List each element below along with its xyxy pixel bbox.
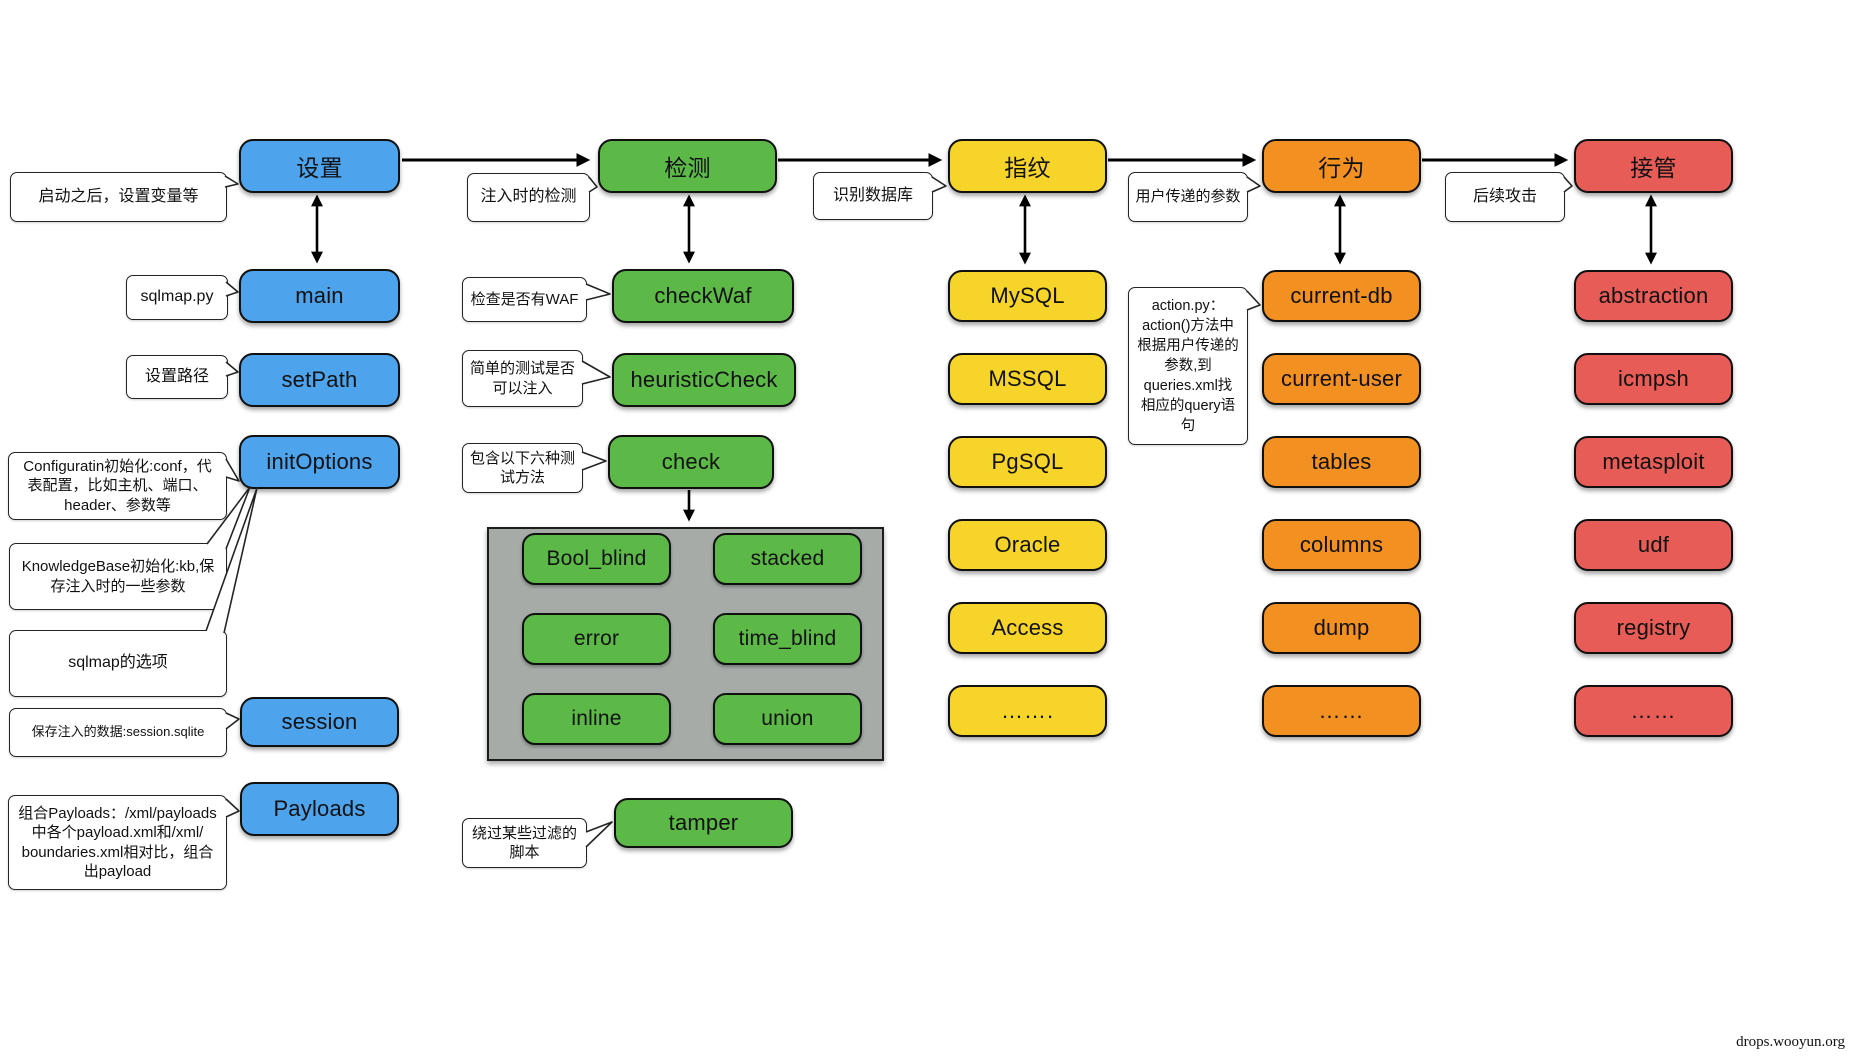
callout-initoptions-kb: KnowledgeBase初始化:kb,保 存注入时的一些参数 — [9, 543, 227, 610]
node-error: error — [522, 613, 671, 665]
node-inline: inline — [522, 693, 671, 745]
node-udf: udf — [1574, 519, 1733, 571]
node-behavior-header: 行为 — [1262, 139, 1421, 193]
tail-initoptions-conf — [225, 458, 240, 482]
callout-checkwaf-note: 检查是否有WAF — [462, 277, 587, 322]
tail-tamper-note — [585, 821, 613, 848]
callout-heuristiccheck-note: 简单的测试是否 可以注入 — [462, 350, 583, 407]
callout-main-note: sqlmap.py — [126, 275, 228, 320]
node-checkwaf: checkWaf — [612, 269, 794, 323]
tail-takeover-note — [1563, 176, 1573, 193]
node-fingerprint-header: 指纹 — [948, 139, 1107, 193]
node-columns: columns — [1262, 519, 1421, 571]
callout-tamper-note: 绕过某些过滤的 脚本 — [462, 818, 587, 868]
node-setpath: setPath — [239, 353, 400, 407]
node-abstraction: abstraction — [1574, 270, 1733, 322]
node-initoptions: initOptions — [239, 435, 400, 489]
node-behavior-more: …… — [1262, 685, 1421, 737]
node-metasploit: metasploit — [1574, 436, 1733, 488]
callout-setpath-note: 设置路径 — [126, 355, 228, 399]
tail-behavior-note — [1246, 176, 1261, 193]
node-session: session — [240, 697, 399, 747]
node-mysql: MySQL — [948, 270, 1107, 322]
tail-checkwaf-note — [585, 283, 611, 301]
tail-session-note — [225, 712, 240, 730]
node-payloads: Payloads — [240, 782, 399, 836]
callout-detection-note: 注入时的检测 — [467, 173, 590, 222]
callout-fingerprint-note: 识别数据库 — [813, 172, 933, 220]
node-oracle: Oracle — [948, 519, 1107, 571]
node-takeover-more: …… — [1574, 685, 1733, 737]
watermark: drops.wooyun.org — [1736, 1034, 1845, 1050]
node-main: main — [239, 269, 400, 323]
callout-payloads-note: 组合Payloads：/xml/payloads 中各个payload.xml和… — [8, 795, 227, 890]
node-dump: dump — [1262, 602, 1421, 654]
callout-check-note: 包含以下六种测 试方法 — [462, 443, 583, 493]
callout-behavior-note: 用户传递的参数 — [1128, 172, 1248, 222]
node-heuristiccheck: heuristicCheck — [612, 353, 796, 407]
node-registry: registry — [1574, 602, 1733, 654]
callout-initoptions-conf: Configuratin初始化:conf，代 表配置，比如主机、端口、 head… — [8, 452, 227, 520]
node-takeover-header: 接管 — [1574, 139, 1733, 193]
callout-takeover-note: 后续攻击 — [1445, 172, 1565, 222]
node-current-user: current-user — [1262, 353, 1421, 405]
tail-detection-note — [588, 176, 598, 193]
node-time-blind: time_blind — [713, 613, 862, 665]
node-detection-header: 检测 — [598, 139, 777, 193]
tail-check-note — [581, 451, 607, 471]
callout-initoptions-options: sqlmap的选项 — [9, 630, 227, 697]
tail-heuristiccheck-note — [581, 360, 611, 385]
node-check: check — [608, 435, 774, 489]
node-setup-header: 设置 — [239, 139, 400, 193]
node-stacked: stacked — [713, 533, 862, 585]
callout-session-note: 保存注入的数据:session.sqlite — [9, 708, 227, 757]
node-mssql: MSSQL — [948, 353, 1107, 405]
node-bool-blind: Bool_blind — [522, 533, 671, 585]
callout-action-py-note: action.py： action()方法中 根据用户传递的 参数,到 quer… — [1128, 287, 1248, 445]
node-tables: tables — [1262, 436, 1421, 488]
node-fingerprint-more: ……. — [948, 685, 1107, 737]
tail-payloads-note — [225, 798, 240, 818]
callout-setup-note: 启动之后，设置变量等 — [10, 172, 227, 222]
tail-fingerprint-note — [931, 176, 947, 193]
node-union: union — [713, 693, 862, 745]
node-icmpsh: icmpsh — [1574, 353, 1733, 405]
node-pgsql: PgSQL — [948, 436, 1107, 488]
node-access: Access — [948, 602, 1107, 654]
node-current-db: current-db — [1262, 270, 1421, 322]
node-tamper: tamper — [614, 798, 793, 848]
tail-action-py-note — [1246, 290, 1261, 311]
